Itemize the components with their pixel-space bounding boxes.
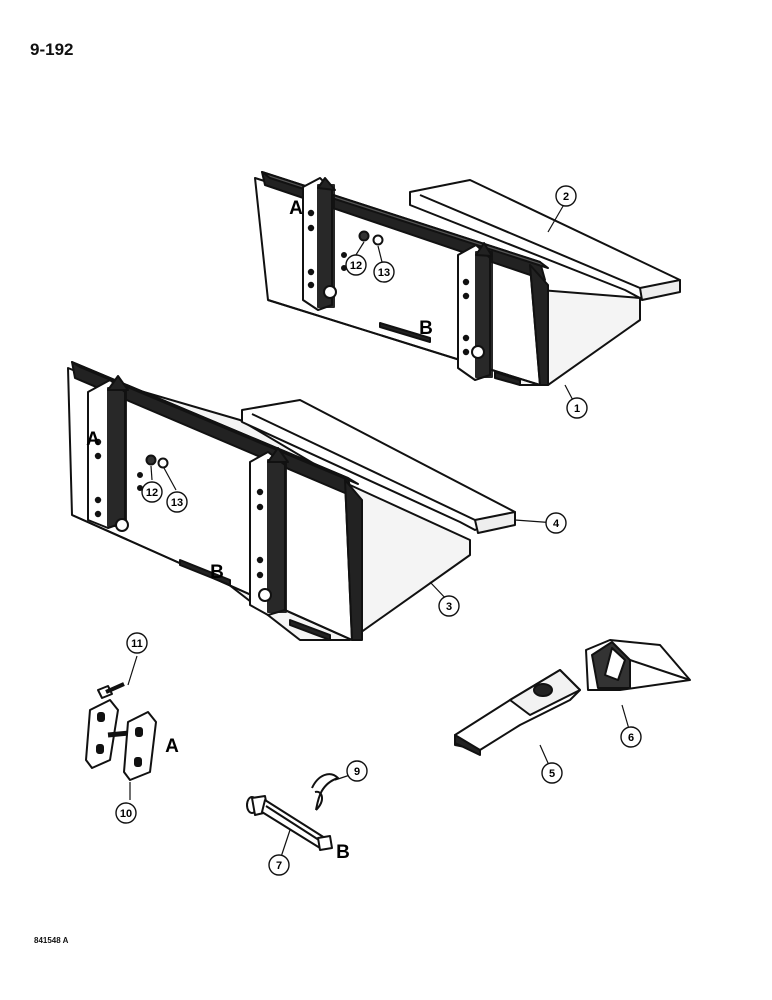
- callout-label: 7: [276, 860, 282, 872]
- callout-circle: [346, 760, 368, 782]
- reference-letter-b: B: [336, 842, 350, 863]
- callout-circle: [555, 185, 577, 207]
- callout-circle: [620, 726, 642, 748]
- callout-nut-upper: 12: [345, 254, 367, 276]
- callout-circle: [541, 762, 563, 784]
- reference-letter-a: A: [289, 198, 303, 219]
- callout-label: 12: [350, 260, 362, 272]
- callout-label: 1: [574, 403, 580, 415]
- callout-hair-pin-clip: 9: [346, 760, 368, 782]
- callout-label: 3: [446, 601, 452, 613]
- callout-label: 9: [354, 766, 360, 778]
- cutting-edge-upper-drawing: [409, 179, 681, 301]
- callout-cutting-edge-upper: 2: [555, 185, 577, 207]
- callout-circle: [438, 595, 460, 617]
- callout-circle: [126, 632, 148, 654]
- callout-pin: 7: [268, 854, 290, 876]
- reference-letter-b: B: [210, 562, 224, 583]
- callout-circle: [373, 261, 395, 283]
- callout-washer-upper: 13: [373, 261, 395, 283]
- callout-circle: [545, 512, 567, 534]
- callout-label: 4: [553, 518, 560, 530]
- callout-bucket-upper: 1: [566, 397, 588, 419]
- callout-nut-lower: 12: [141, 481, 163, 503]
- reference-letter-b: B: [419, 318, 433, 339]
- callout-circle: [166, 491, 188, 513]
- callout-bucket-lower: 3: [438, 595, 460, 617]
- tooth-adapter-drawing: [454, 669, 581, 756]
- callout-tooth-adapter: 5: [541, 762, 563, 784]
- callout-label: 2: [563, 191, 569, 203]
- callout-label: 10: [120, 808, 132, 820]
- mounting-plate-bracket-drawing: [85, 682, 157, 781]
- callout-label: 13: [378, 267, 390, 279]
- callout-label: 11: [131, 638, 143, 650]
- callout-washer-lower: 13: [166, 491, 188, 513]
- callout-circle: [268, 854, 290, 876]
- bucket-lower-drawing: [67, 361, 471, 641]
- callout-cutting-edge-lower: 4: [545, 512, 567, 534]
- figure-code: 841548 A: [34, 936, 69, 945]
- callout-label: 5: [549, 768, 555, 780]
- bucket-tooth-drawing: [585, 639, 691, 691]
- callout-label: 12: [146, 487, 158, 499]
- callout-circle: [141, 481, 163, 503]
- page-number: 9-192: [30, 40, 74, 59]
- callout-label: 6: [628, 732, 634, 744]
- callout-bucket-tooth: 6: [620, 726, 642, 748]
- bucket-upper-drawing: [254, 171, 641, 386]
- callout-bolt: 11: [126, 632, 148, 654]
- reference-letter-a: A: [165, 736, 179, 757]
- callout-circle: [566, 397, 588, 419]
- callout-circle: [345, 254, 367, 276]
- cutting-edge-lower-drawing: [241, 399, 516, 534]
- callout-mounting-plate-bracket: 10: [115, 802, 137, 824]
- pin-drawing: [246, 773, 339, 851]
- reference-letter-a: A: [86, 429, 100, 450]
- callout-label: 13: [171, 497, 183, 509]
- callout-circle: [115, 802, 137, 824]
